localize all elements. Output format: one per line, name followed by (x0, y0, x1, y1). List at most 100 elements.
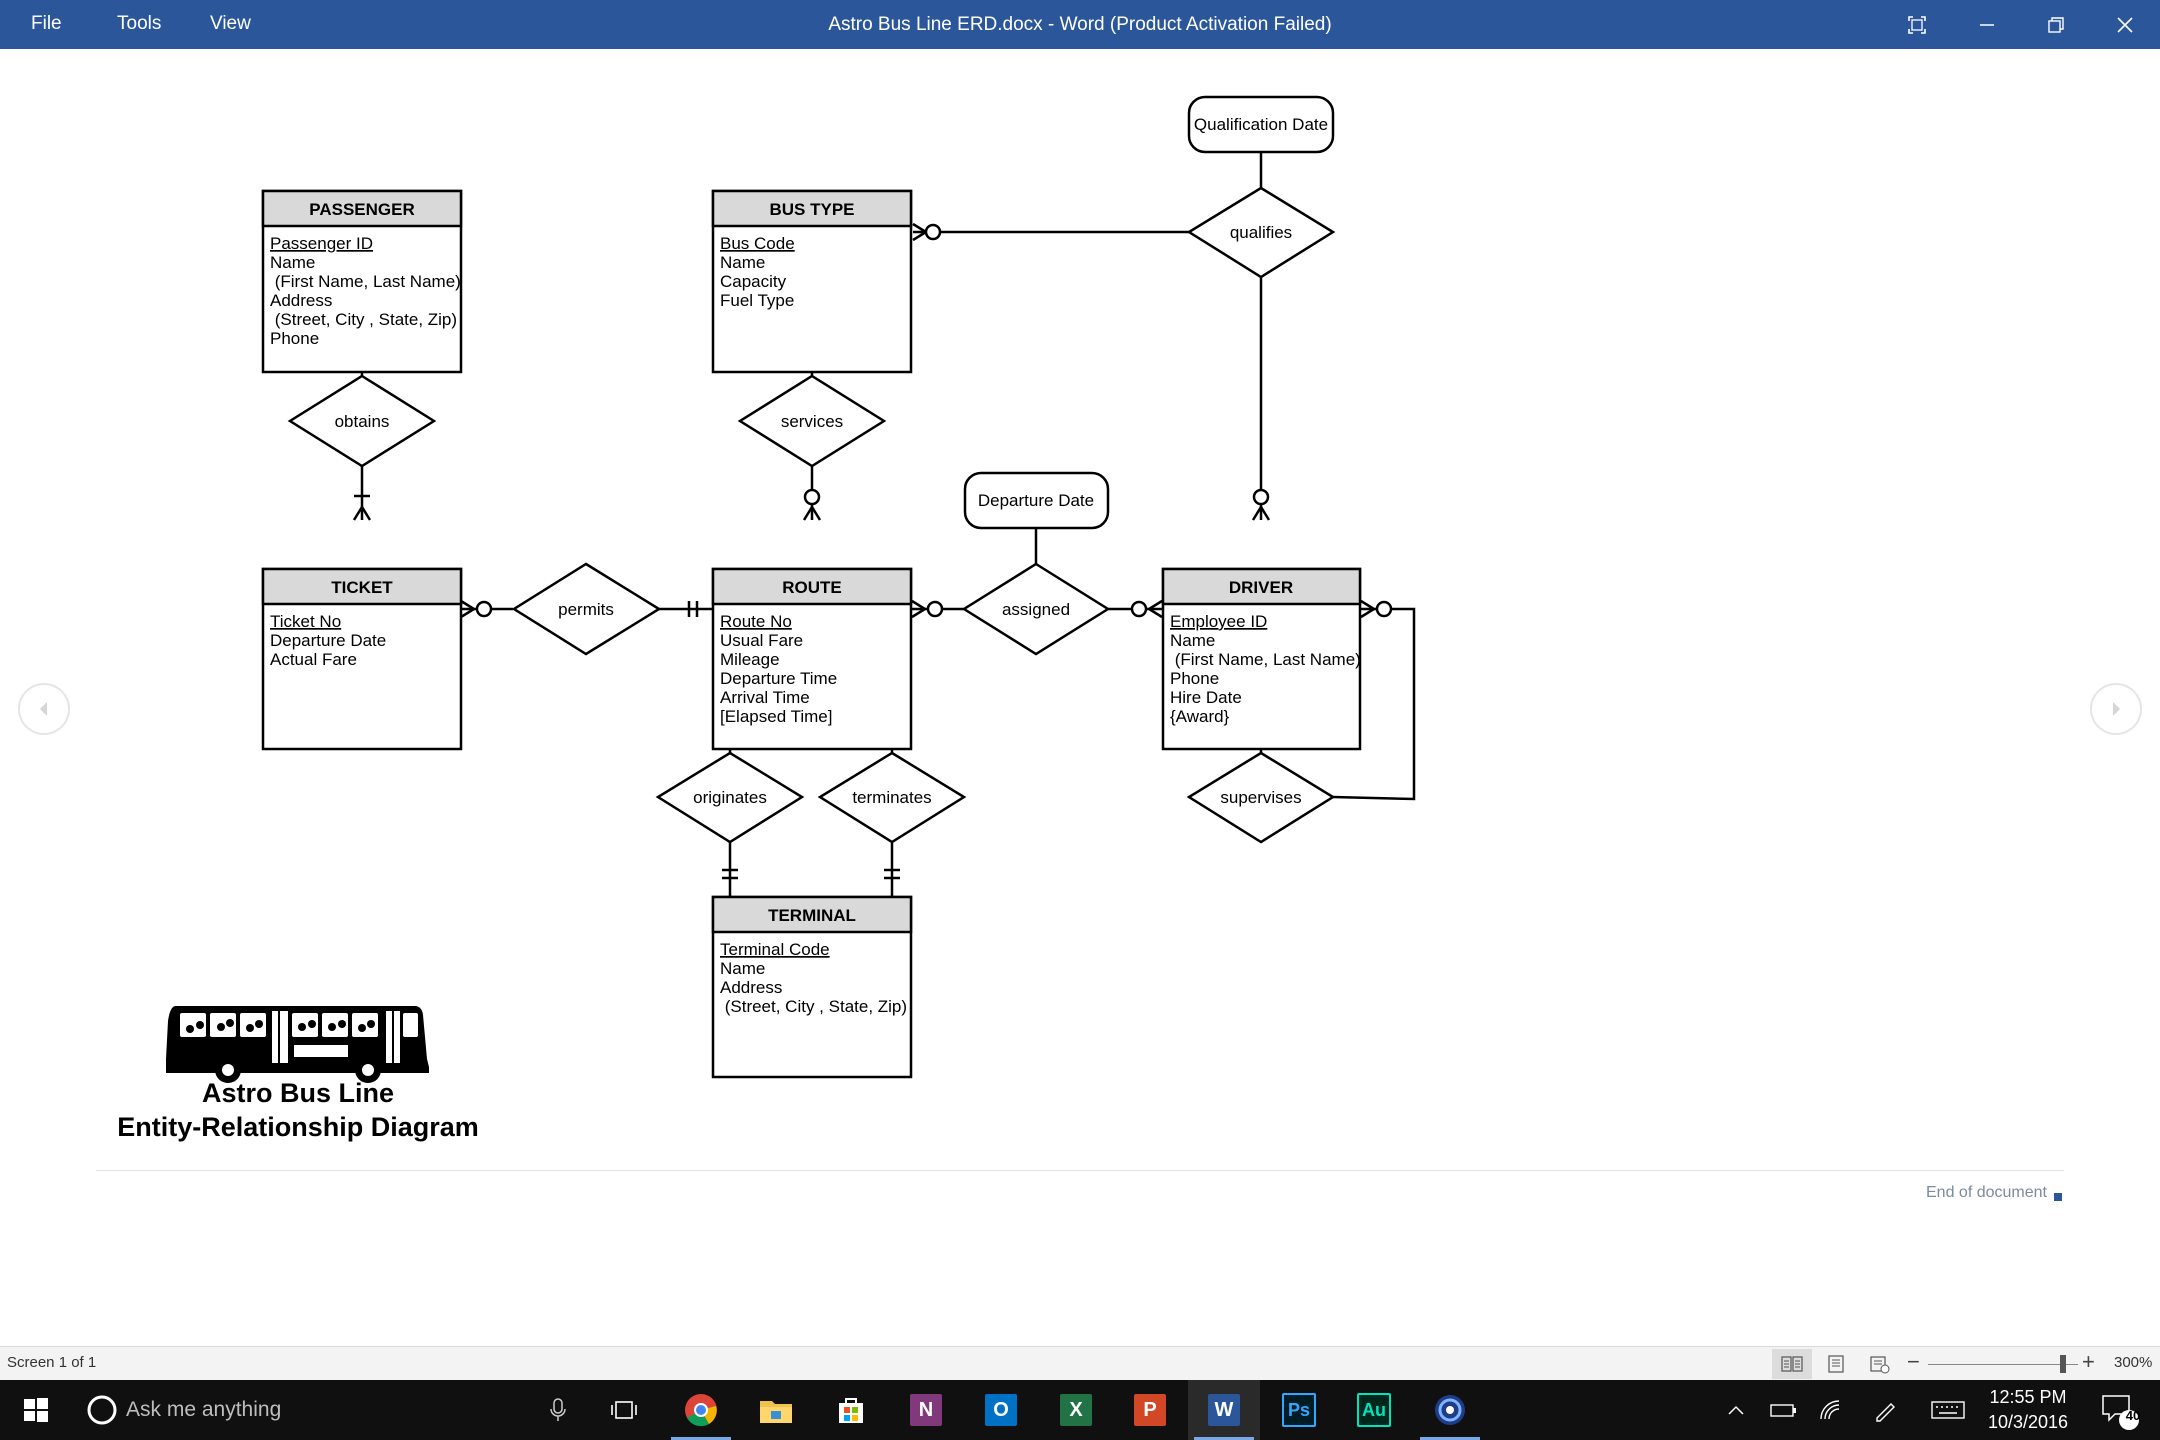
relationship-services (737, 374, 887, 468)
relationship-label: permits (558, 600, 614, 619)
diagram-caption-subtitle: Entity-Relationship Diagram (117, 1112, 479, 1142)
entity-name: ROUTE (782, 578, 842, 597)
taskbar-store[interactable] (815, 1380, 887, 1440)
entity-driver: DRIVER Employee ID Name (First Name, Las… (1161, 567, 1362, 751)
taskbar-onenote[interactable]: N (890, 1380, 962, 1440)
entity-name: PASSENGER (309, 200, 415, 219)
task-view-button[interactable] (588, 1380, 660, 1440)
entity-attribute: (First Name, Last Name) (270, 272, 461, 291)
cortana-search-box[interactable]: Ask me anything (72, 1380, 582, 1440)
status-bar: Screen 1 of 1 − + 300% (0, 1346, 2160, 1380)
entity-attribute: Actual Fare (270, 650, 357, 669)
powerpoint-icon: P (1134, 1394, 1166, 1426)
restore-button[interactable] (2026, 0, 2086, 49)
battery-icon (1770, 1404, 1796, 1417)
wifi-icon (1820, 1400, 1840, 1420)
entity-bus-type: BUS TYPE Bus Code Name Capacity Fuel Typ… (711, 189, 913, 374)
chrome-icon (685, 1394, 717, 1427)
taskbar-photoshop[interactable]: Ps (1263, 1380, 1335, 1440)
relationship-qualifies (1186, 186, 1336, 279)
entity-attribute: {Award} (1170, 707, 1230, 726)
start-button[interactable] (0, 1380, 72, 1440)
pen-workspace-button[interactable] (1863, 1380, 1909, 1440)
close-button[interactable] (2095, 0, 2155, 49)
zoom-slider-thumb[interactable] (2060, 1355, 2066, 1373)
zoom-in-button[interactable]: + (2082, 1349, 2095, 1374)
word-icon: W (1208, 1394, 1240, 1426)
chevron-up-icon (1728, 1405, 1744, 1415)
clock-time[interactable]: 12:55 PM (1989, 1387, 2067, 1407)
print-layout-button[interactable] (1816, 1349, 1856, 1379)
diagram-caption-title: Astro Bus Line (202, 1078, 394, 1108)
minimize-button[interactable] (1957, 0, 2017, 49)
folder-icon (760, 1401, 792, 1423)
relationship-label: assigned (1002, 600, 1070, 619)
end-of-document-label: End of document (1926, 1184, 2047, 1201)
taskbar-outlook[interactable]: O (965, 1380, 1037, 1440)
clock-date[interactable]: 10/3/2016 (1987, 1412, 2069, 1432)
relationship-supervises (1186, 751, 1336, 844)
web-layout-icon (1870, 1356, 1890, 1374)
relationship-label: terminates (852, 788, 931, 807)
previous-page-button[interactable] (18, 683, 70, 735)
entity-attribute: (Street, City , State, Zip) (270, 310, 457, 329)
read-mode-button[interactable] (1772, 1349, 1812, 1379)
taskbar-chrome[interactable] (665, 1380, 737, 1440)
entity-key: Employee ID (1170, 612, 1267, 631)
network-button[interactable] (1808, 1380, 1854, 1440)
print-layout-icon (1828, 1355, 1844, 1373)
entity-attribute: Name (1170, 631, 1215, 650)
menu-file[interactable]: File (31, 13, 62, 34)
web-layout-button[interactable] (1860, 1349, 1900, 1379)
entity-attribute: Name (720, 959, 765, 978)
entity-key: Ticket No (270, 612, 341, 631)
microphone-icon[interactable] (548, 1397, 568, 1423)
taskbar-excel[interactable]: X (1040, 1380, 1112, 1440)
close-icon (2117, 16, 2133, 33)
er-diagram: PASSENGER Passenger ID Name (First Name,… (117, 95, 1416, 1142)
action-center-button[interactable]: 40 (2092, 1380, 2146, 1440)
page-count-status: Screen 1 of 1 (7, 1354, 97, 1371)
touch-keyboard-button[interactable] (1922, 1380, 1974, 1440)
outlook-icon: O (985, 1394, 1017, 1426)
audition-icon: Au (1357, 1393, 1391, 1427)
relationship-label: obtains (335, 412, 390, 431)
entity-attribute: Arrival Time (720, 688, 810, 707)
entity-attribute: Mileage (720, 650, 780, 669)
taskbar-word[interactable]: W (1188, 1380, 1260, 1440)
taskbar-file-explorer[interactable] (740, 1380, 812, 1440)
attribute-qualification-date: Qualification Date (1187, 95, 1335, 154)
window-title: Astro Bus Line ERD.docx - Word (Product … (828, 14, 1332, 35)
entity-name: DRIVER (1229, 578, 1293, 597)
zoom-level[interactable]: 300% (2114, 1354, 2153, 1371)
relationship-label: qualifies (1230, 223, 1292, 242)
title-bar: File Tools View Astro Bus Line ERD.docx … (0, 0, 2160, 49)
relationship-terminates (817, 751, 967, 844)
next-page-button[interactable] (2090, 683, 2142, 735)
zoom-slider[interactable] (1928, 1364, 2078, 1365)
store-icon (839, 1398, 863, 1423)
menu-view[interactable]: View (210, 13, 251, 34)
taskbar-powerpoint[interactable]: P (1114, 1380, 1186, 1440)
taskbar-app[interactable] (1414, 1380, 1486, 1440)
task-view-icon (611, 1401, 637, 1419)
entity-name: TICKET (331, 578, 393, 597)
full-screen-button[interactable] (1887, 0, 1947, 49)
onenote-icon: N (910, 1394, 942, 1426)
app-icon (1435, 1395, 1465, 1425)
battery-button[interactable] (1760, 1380, 1806, 1440)
menu-tools[interactable]: Tools (117, 13, 162, 34)
taskbar-audition[interactable]: Au (1338, 1380, 1410, 1440)
end-of-document-marker (2054, 1193, 2062, 1201)
bus-logo-icon (166, 1006, 429, 1083)
entity-attribute: Hire Date (1170, 688, 1242, 707)
relationship-label: services (781, 412, 843, 431)
entity-name: TERMINAL (768, 906, 856, 925)
relationship-assigned (961, 562, 1111, 656)
show-hidden-icons-button[interactable] (1713, 1380, 1759, 1440)
entity-attribute: Departure Date (270, 631, 386, 650)
zoom-out-button[interactable]: − (1907, 1349, 1920, 1374)
full-screen-icon (1908, 15, 1926, 34)
entity-attribute: Usual Fare (720, 631, 803, 650)
entity-key: Bus Code (720, 234, 795, 253)
